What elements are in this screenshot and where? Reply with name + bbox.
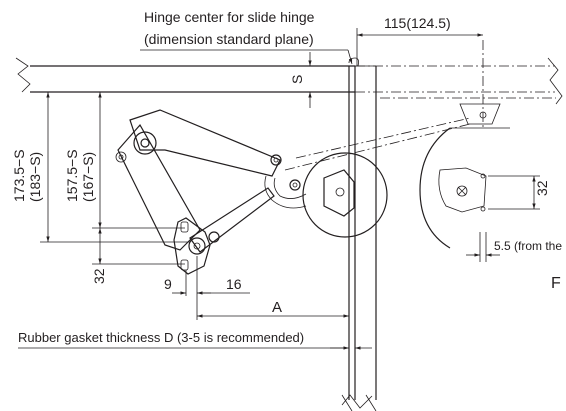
dimension-173: [40, 92, 190, 243]
hinge-cup-side-detail: [419, 127, 540, 262]
hinge-center-label-line2: (dimension standard plane): [144, 31, 314, 47]
dimension-32-left: [92, 228, 185, 265]
hinge-arm-assembly: [115, 109, 301, 253]
dimension-32-right-label: 32: [534, 180, 550, 196]
hinge-cup-detail: [264, 152, 388, 238]
dimension-173-label-line1: 173.5−S: [11, 149, 27, 202]
dimension-9-label: 9: [164, 276, 172, 292]
dimension-16-label: 16: [226, 276, 242, 292]
dimension-157: [92, 92, 185, 229]
figure-label: F: [551, 275, 561, 292]
hinge-center-label-line1: Hinge center for slide hinge: [144, 9, 315, 25]
dimension-a-label: A: [272, 299, 282, 316]
hinge-center-leader: [140, 49, 353, 65]
cabinet-top-panel: [15, 57, 563, 105]
dimension-5-5-label: 5.5 (from the: [494, 239, 562, 253]
gasket-note-label: Rubber gasket thickness D (3-5 is recomm…: [18, 330, 304, 345]
dimension-32-left-label: 32: [91, 268, 107, 284]
dimension-157-label-line1: 157.5−S: [64, 149, 80, 202]
dimension-173-label-line2: (183−S): [27, 152, 43, 202]
dimension-157-label-line2: (167−S): [80, 152, 96, 202]
dimension-115-label: 115(124.5): [384, 15, 451, 31]
mounting-plate: [173, 217, 211, 275]
dimension-s-label: S: [289, 75, 305, 84]
door-open-position: [284, 40, 556, 171]
dimension-115: [356, 28, 483, 66]
